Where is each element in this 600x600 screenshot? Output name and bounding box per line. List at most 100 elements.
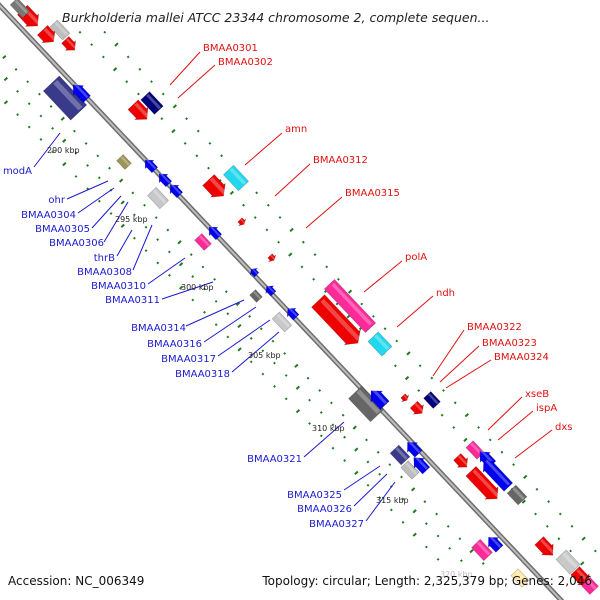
feature-bmaa0318[interactable] — [286, 308, 300, 321]
gc-tick — [74, 151, 78, 155]
feature-bmaa0306[interactable] — [169, 184, 184, 199]
feature-dxs-blue[interactable] — [482, 460, 514, 492]
gc-tick — [171, 128, 176, 134]
feature-bmaa0304[interactable] — [144, 159, 159, 174]
feature-bmaa0324-small[interactable] — [400, 393, 410, 403]
feature-red-top[interactable] — [61, 36, 76, 51]
reverse-gene-labels[interactable]: modA ohr BMAA0304 BMAA0305 BMAA0306 thrB… — [3, 166, 364, 530]
gc-tick — [178, 262, 184, 267]
gc-tick — [329, 401, 333, 405]
feature-bmaa0323[interactable] — [423, 391, 441, 409]
feature-moda-block[interactable] — [42, 75, 88, 121]
gc-tick — [545, 524, 549, 528]
gc-tick — [214, 299, 218, 303]
leader-line — [116, 229, 133, 257]
feature-bmaa0325[interactable] — [389, 444, 411, 466]
gc-tick — [393, 364, 397, 368]
gc-tick — [213, 277, 217, 281]
feature-bmaa0305[interactable] — [158, 173, 173, 188]
gc-tick — [191, 275, 195, 279]
feature-highlight — [152, 189, 167, 204]
leader-line — [244, 132, 283, 166]
gc-tick — [154, 216, 158, 220]
feature-bmaa0316[interactable] — [265, 285, 277, 297]
feature-small-red[interactable] — [237, 217, 247, 227]
feature-amn[interactable] — [202, 174, 226, 198]
feature-bmaa0308[interactable] — [208, 226, 223, 241]
gc-tick — [224, 290, 228, 294]
gc-tick — [277, 240, 280, 244]
feature-bmaa0301[interactable] — [127, 99, 149, 120]
scale-label: 295 kbp — [115, 215, 148, 224]
feature-ohr[interactable] — [116, 154, 132, 170]
gc-tick — [401, 497, 405, 501]
feature-bmaa0327[interactable] — [413, 457, 431, 475]
feature-grey-bottom[interactable] — [555, 549, 581, 575]
gene-label-bmaa0317: BMAA0317 — [161, 354, 216, 365]
feature-red-bottom[interactable] — [534, 536, 554, 556]
feature-bmaa0314[interactable] — [249, 289, 263, 303]
gc-tick — [37, 92, 41, 96]
gc-tick — [51, 126, 55, 130]
feature-grey-top[interactable] — [49, 19, 71, 41]
gc-tick — [547, 500, 551, 504]
feature-pink-corner[interactable] — [581, 577, 599, 595]
gc-tick — [78, 30, 82, 34]
gene-features[interactable] — [9, 0, 599, 595]
gc-tick — [132, 213, 136, 217]
leader-line — [303, 421, 345, 458]
gc-tick — [436, 534, 440, 538]
feature-grey-0307[interactable] — [147, 186, 169, 210]
feature-xseb[interactable] — [453, 453, 468, 468]
gc-tick — [249, 360, 253, 364]
forward-gene-labels[interactable]: BMAA0301 BMAA0302 amn BMAA0312 BMAA0315 … — [203, 43, 572, 433]
gene-label-bmaa0306: BMAA0306 — [49, 238, 104, 249]
feature-grey-dxs[interactable] — [506, 484, 528, 506]
gc-tick — [220, 154, 224, 158]
gc-tick — [336, 277, 340, 281]
feature-yellow-bottom[interactable] — [510, 568, 530, 588]
feature-blue-bottom[interactable] — [488, 536, 504, 553]
leader-line — [363, 260, 403, 293]
feature-grey-corner[interactable] — [9, 0, 31, 19]
feature-bmaa0321[interactable] — [370, 390, 390, 410]
gc-tick — [96, 154, 100, 158]
gene-label-dxs: dxs — [555, 422, 572, 433]
feature-pink-bottom[interactable] — [471, 538, 493, 562]
gc-tick — [523, 474, 528, 480]
feature-ndh[interactable] — [367, 331, 393, 357]
gc-tick — [74, 175, 78, 178]
feature-bmaa0322[interactable] — [409, 400, 424, 415]
feature-thrb[interactable] — [194, 233, 212, 251]
feature-moda-arrow[interactable] — [72, 84, 91, 104]
feature-bmaa0315[interactable] — [267, 253, 277, 263]
gc-tick — [354, 470, 359, 476]
feature-highlight — [374, 334, 390, 351]
gc-tick — [237, 347, 242, 352]
gc-tick — [289, 227, 294, 233]
feature-highlight — [240, 218, 246, 224]
feature-bmaa0317[interactable] — [271, 311, 293, 333]
feature-bmaa0321-grey[interactable] — [348, 385, 384, 423]
feature-bmaa0300[interactable] — [36, 24, 56, 44]
gc-tick — [440, 413, 444, 417]
feature-cyan-312[interactable] — [222, 164, 250, 192]
feature-pola[interactable] — [311, 294, 361, 346]
gc-tick — [424, 545, 428, 549]
gc-tick — [347, 289, 353, 294]
feature-highlight — [146, 93, 161, 110]
gene-label-amn: amn — [285, 124, 307, 135]
gc-tick — [201, 265, 205, 269]
scale-label: 310 kbp — [312, 424, 345, 433]
feature-pola-pink[interactable] — [323, 278, 377, 334]
gc-tick — [131, 191, 135, 195]
scale-label: 305 kbp — [248, 351, 281, 360]
feature-dxs[interactable] — [465, 465, 499, 500]
feature-bmaa0326[interactable] — [400, 460, 420, 480]
feature-bmaa0302[interactable] — [140, 91, 164, 115]
leader-line — [396, 295, 434, 328]
feature-bmaa0310[interactable] — [249, 267, 260, 278]
feature-bmaa0325-arrow[interactable] — [407, 441, 423, 458]
gc-tick — [27, 125, 31, 129]
